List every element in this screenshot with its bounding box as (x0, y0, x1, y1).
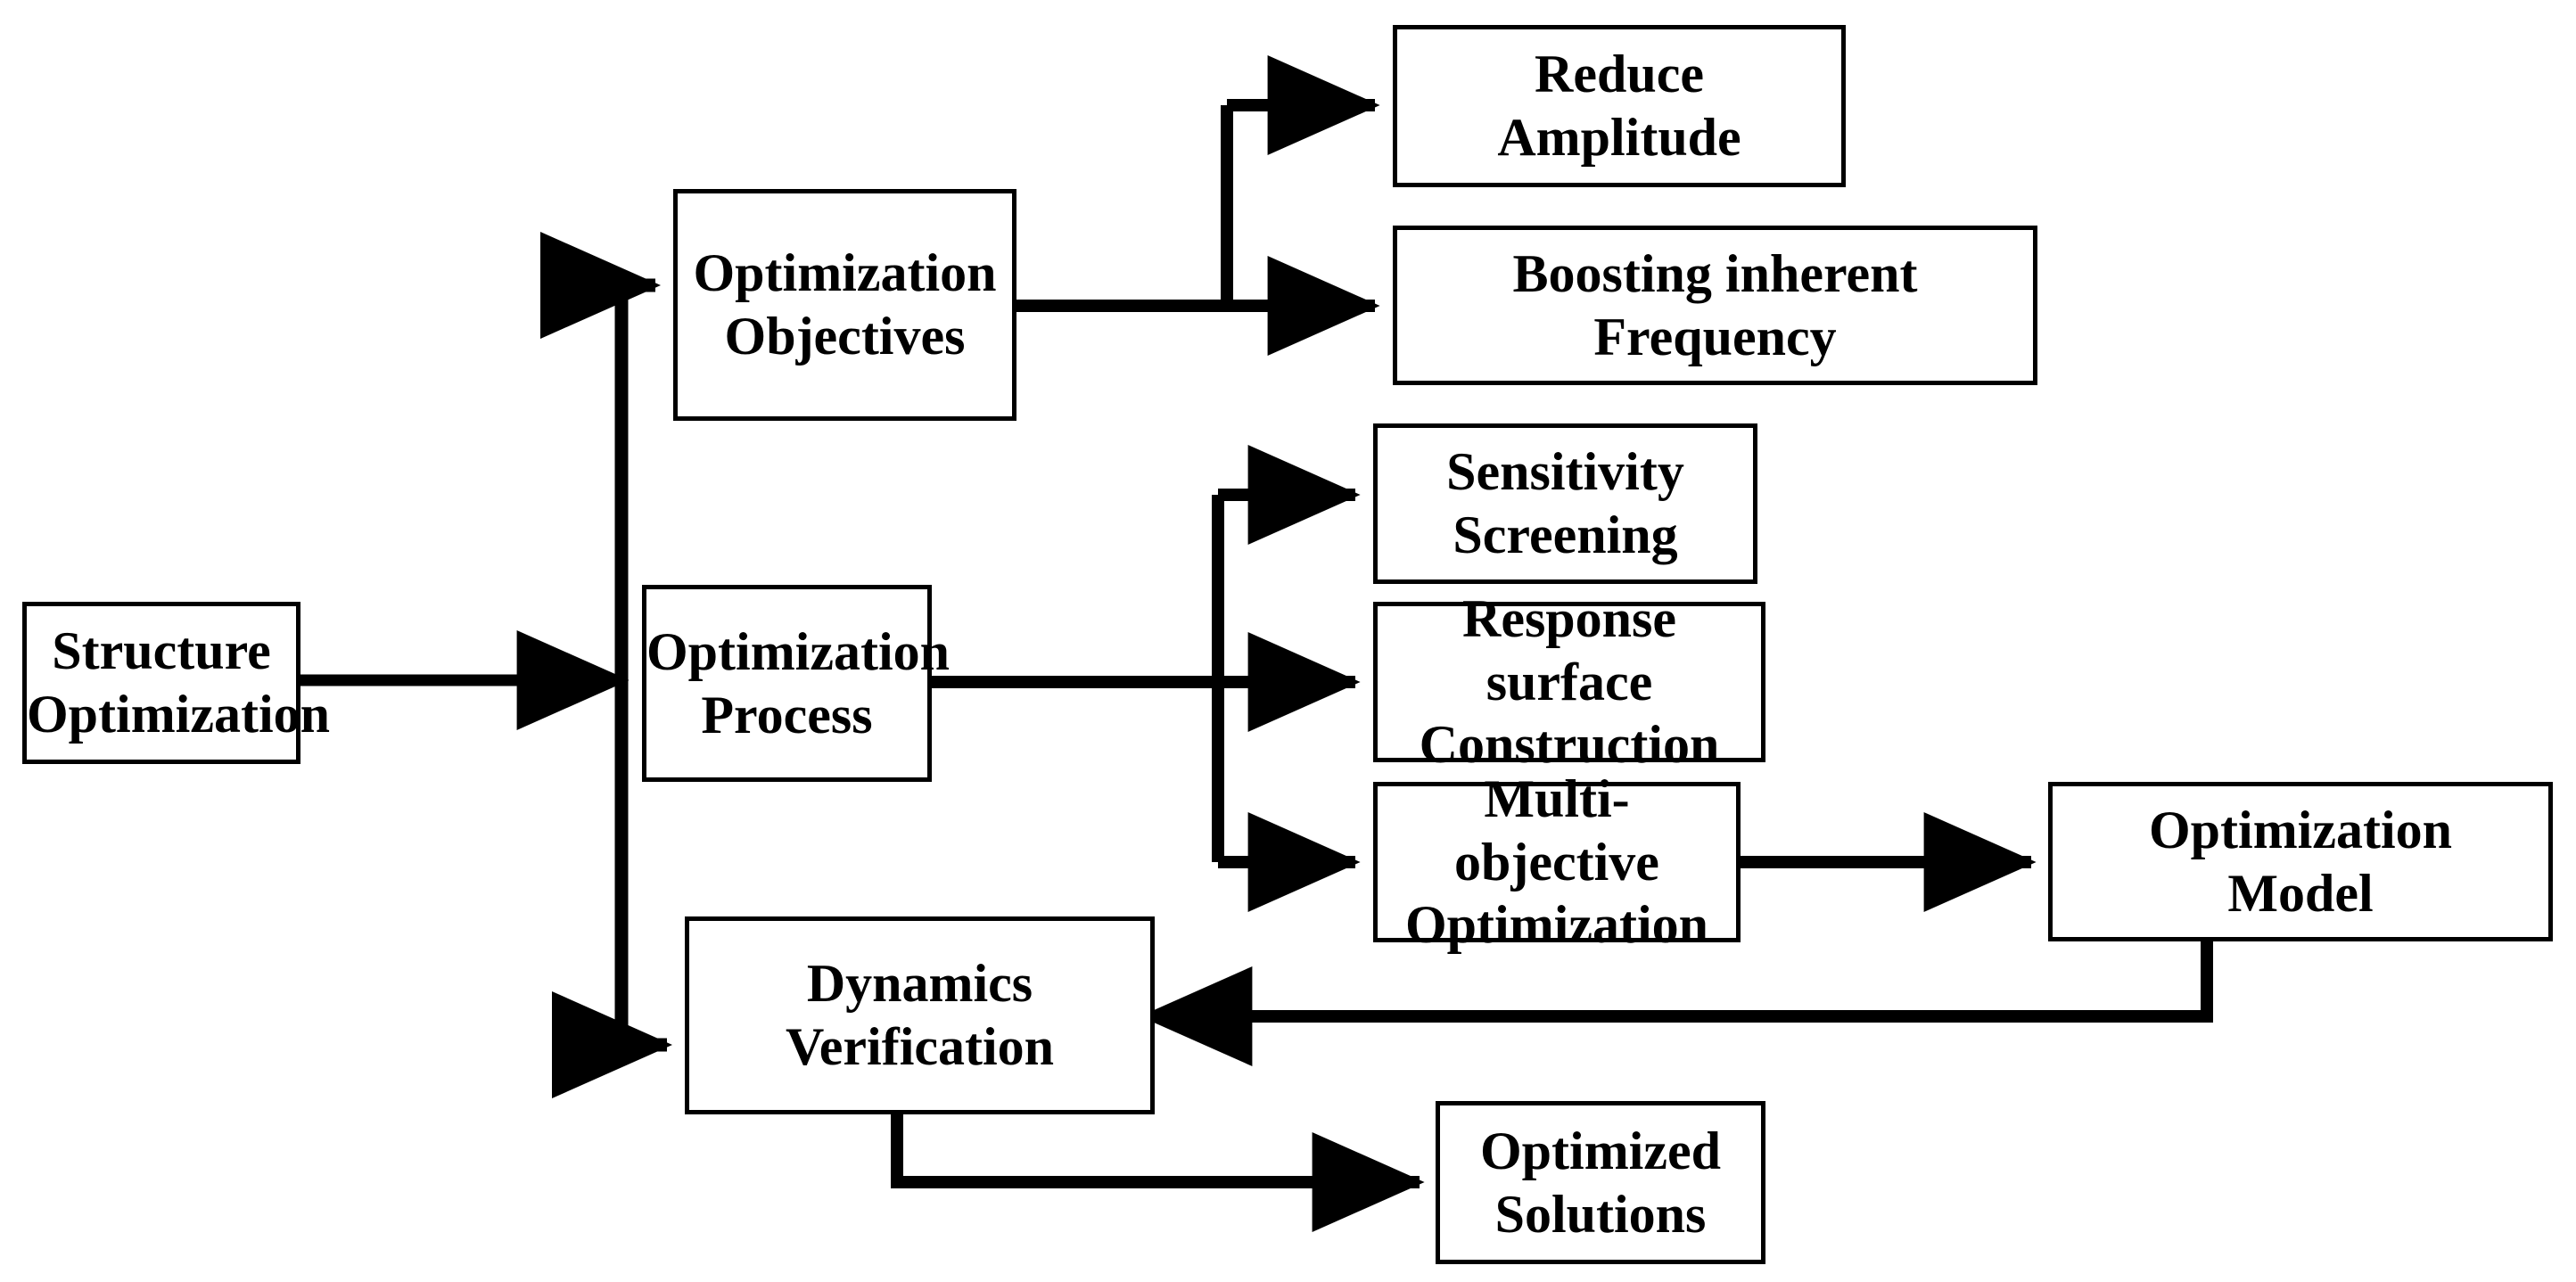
node-label-reduce-amplitude: Reduce Amplitude (1497, 45, 1741, 167)
node-optimized-solutions[interactable]: Optimized Solutions (1436, 1101, 1765, 1264)
node-structure-optimization[interactable]: Structure Optimization (22, 602, 330, 764)
node-sensitivity-screening[interactable]: Sensitivity Screening (1373, 423, 1757, 584)
node-optimization-model[interactable]: Optimization Model (2048, 782, 2553, 941)
node-label-optimization-process: Optimization Process (646, 621, 950, 744)
edge-dynamics-to-optimized-solutions (891, 1114, 1425, 1232)
node-label-structure-optimization: Structure Optimization (27, 621, 330, 744)
node-response-surface-construction[interactable]: Response surface Construction (1373, 589, 1765, 774)
node-label-optimization-model: Optimization Model (2149, 800, 2452, 923)
node-label-dynamics-verification: Dynamics Verification (785, 954, 1055, 1076)
node-optimization-process[interactable]: Optimization Process (642, 585, 950, 782)
node-boosting-inherent-frequency[interactable]: Boosting inherent Frequency (1393, 226, 2037, 385)
node-multi-objective-optimization[interactable]: Multi-objective Optimization (1373, 769, 1741, 954)
node-label-boosting-inherent-frequency: Boosting inherent Frequency (1512, 243, 1918, 366)
node-label-sensitivity-screening: Sensitivity Screening (1446, 442, 1684, 564)
node-reduce-amplitude[interactable]: Reduce Amplitude (1393, 25, 1846, 187)
node-optimization-objectives[interactable]: Optimization Objectives (673, 189, 1016, 421)
node-dynamics-verification[interactable]: Dynamics Verification (685, 916, 1155, 1114)
node-label-multi-objective-optimization: Multi-objective Optimization (1405, 768, 1708, 955)
node-label-optimized-solutions: Optimized Solutions (1480, 1121, 1721, 1244)
node-label-optimization-objectives: Optimization Objectives (693, 243, 997, 366)
node-label-response-surface-construction: Response surface Construction (1419, 588, 1720, 775)
